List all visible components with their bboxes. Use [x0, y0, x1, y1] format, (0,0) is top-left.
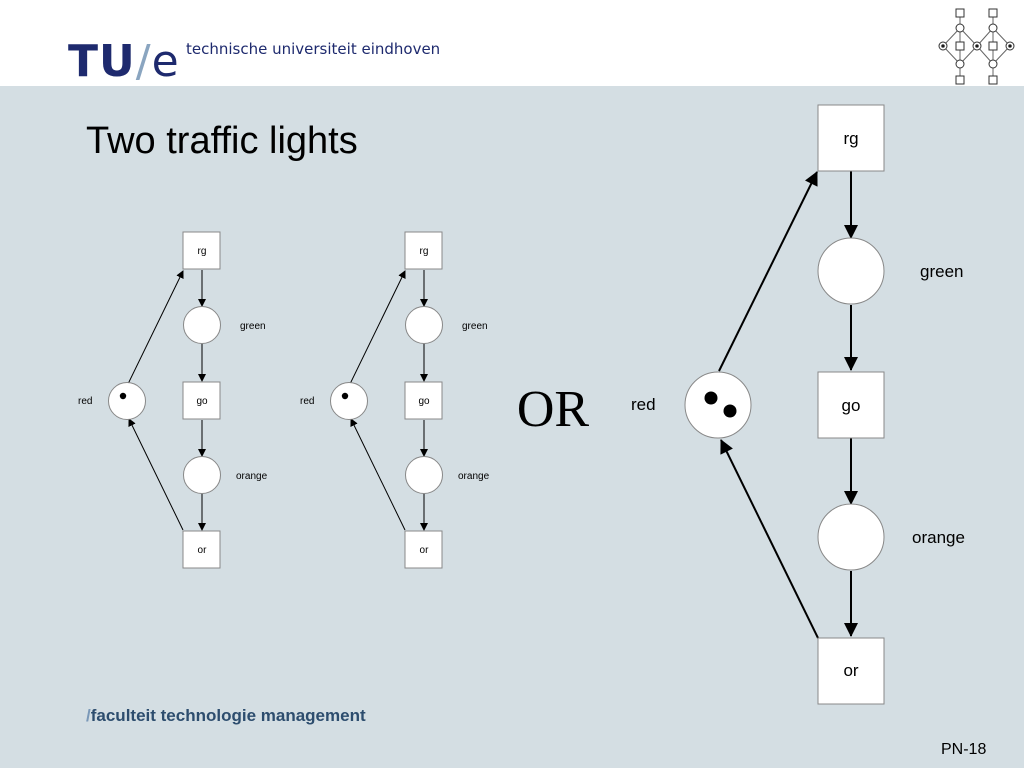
label-red: red	[78, 396, 92, 407]
label-red: red	[631, 395, 656, 414]
token	[119, 392, 127, 400]
label-rg: rg	[198, 246, 207, 257]
label-or: or	[198, 545, 208, 556]
university-name: technische universiteit eindhoven	[186, 40, 441, 58]
place-green	[183, 306, 221, 344]
label-go: go	[196, 396, 208, 407]
label-red: red	[300, 396, 314, 407]
transition-or	[404, 530, 443, 569]
token	[723, 404, 737, 418]
label-or: or	[843, 661, 858, 680]
petri-net-logo-icon	[938, 8, 1015, 85]
logo-e: e	[151, 36, 180, 87]
transition-rg	[182, 231, 221, 270]
token	[341, 392, 349, 400]
petri-net-middle: rg go or green orange red	[300, 231, 490, 569]
transition-or	[182, 530, 221, 569]
place-red	[684, 371, 752, 439]
or-connector-label: OR	[517, 381, 590, 438]
page-number: PN-18	[941, 741, 987, 758]
logo-slash: /	[135, 36, 152, 87]
token	[704, 391, 718, 405]
label-green: green	[462, 321, 488, 332]
label-or: or	[420, 545, 430, 556]
tue-logo: TU/e	[68, 34, 180, 90]
transition-go	[182, 381, 221, 420]
place-green	[405, 306, 443, 344]
faculty-footer: /faculteit technologie management	[86, 706, 366, 726]
transition-rg	[817, 104, 885, 172]
label-go: go	[418, 396, 430, 407]
transition-or	[817, 637, 885, 705]
label-orange: orange	[236, 471, 268, 482]
place-green	[817, 237, 885, 305]
transition-go	[817, 371, 885, 439]
slide-title: Two traffic lights	[86, 120, 358, 162]
transition-rg	[404, 231, 443, 270]
label-green: green	[920, 262, 963, 281]
label-rg: rg	[843, 129, 858, 148]
petri-net-left: rg go or green orange red	[78, 231, 268, 569]
footer-text: faculteit technologie management	[90, 706, 366, 725]
place-red	[108, 382, 146, 420]
label-orange: orange	[912, 528, 965, 547]
header-bar	[0, 0, 1024, 86]
logo-tu: TU	[68, 36, 136, 87]
label-go: go	[842, 396, 861, 415]
label-green: green	[240, 321, 266, 332]
place-orange	[405, 456, 443, 494]
label-rg: rg	[420, 246, 429, 257]
place-orange	[817, 503, 885, 571]
transition-go	[404, 381, 443, 420]
petri-net-right: rg go or green orange red	[631, 104, 965, 705]
label-orange: orange	[458, 471, 490, 482]
place-red	[330, 382, 368, 420]
place-orange	[183, 456, 221, 494]
footer-slash: /	[86, 706, 91, 725]
